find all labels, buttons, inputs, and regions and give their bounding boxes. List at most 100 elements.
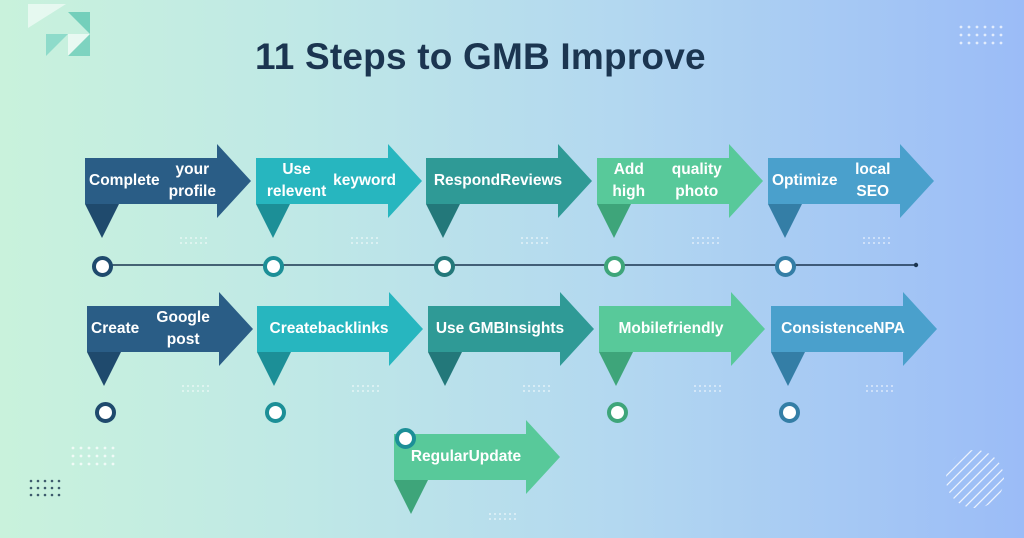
- step-label-line: Consistence: [781, 320, 874, 337]
- timeline-node: [604, 256, 625, 277]
- dot-texture: [351, 237, 378, 244]
- arrow-body: [257, 292, 423, 366]
- step-label: Use relevent keyword: [260, 156, 396, 206]
- step-arrow: Use relevent keyword: [256, 144, 422, 248]
- step-label-line: Regular: [410, 448, 469, 465]
- step-label-line: Use relevent: [266, 161, 327, 200]
- arrow-body: [599, 292, 765, 366]
- decorative-dot-grid: [70, 445, 116, 469]
- step-label: Add high quality photo: [601, 156, 737, 206]
- arrow-shape: [426, 144, 592, 244]
- dot-texture: [692, 237, 719, 244]
- step-label-line: Create: [269, 320, 318, 337]
- decorative-triangles: [18, 0, 98, 65]
- timeline-node: [95, 402, 116, 423]
- timeline-node: [775, 256, 796, 277]
- timeline-node: [434, 256, 455, 277]
- arrow-body: [597, 144, 763, 218]
- arrow-tab: [85, 204, 119, 238]
- timeline-node: [779, 402, 800, 423]
- decorative-dot-grid: [958, 24, 1006, 48]
- timeline-line: [102, 262, 919, 268]
- dot-texture: [523, 385, 550, 392]
- step-label-line: local SEO: [855, 161, 891, 200]
- step-label-line: Create: [91, 320, 140, 337]
- arrow-tab: [256, 204, 290, 238]
- step-label-line: Respond: [433, 172, 501, 189]
- arrow-shape: [257, 292, 423, 392]
- step-label-line: quality photo: [671, 161, 722, 200]
- page-title: 11 Steps to GMB Improve: [255, 36, 706, 77]
- step-label-line: Update: [468, 448, 522, 465]
- arrow-tab: [768, 204, 802, 238]
- dot-texture: [694, 385, 721, 392]
- step-arrow: Complete your profile: [85, 144, 251, 248]
- decorative-hatched-circle: [944, 448, 1006, 515]
- step-label-line: Add high: [612, 161, 646, 200]
- dot-texture: [489, 513, 516, 520]
- arrow-shape: [85, 144, 251, 244]
- step-label-line: NPA: [873, 320, 905, 337]
- arrow-shape: [768, 144, 934, 244]
- step-label-line: Insights: [504, 320, 565, 337]
- timeline-node: [265, 402, 286, 423]
- step-label: Complete your profile: [89, 156, 225, 206]
- arrow-shape: [394, 420, 560, 520]
- arrow-body: [256, 144, 422, 218]
- arrow-shape: [771, 292, 937, 392]
- arrow-body: [428, 292, 594, 366]
- arrow-shape: [599, 292, 765, 392]
- step-label-line: Reviews: [500, 172, 563, 189]
- timeline-node: [92, 256, 113, 277]
- timeline-node: [395, 428, 416, 449]
- arrow-body: [768, 144, 934, 218]
- step-label-line: Use GMB: [435, 320, 505, 337]
- arrow-tab: [426, 204, 460, 238]
- timeline-node: [607, 402, 628, 423]
- decorative-dot-grid-dark: [28, 478, 64, 500]
- dot-texture: [352, 385, 379, 392]
- dot-texture: [521, 237, 548, 244]
- arrow-body: [771, 292, 937, 366]
- dot-texture: [866, 385, 893, 392]
- dot-texture: [180, 237, 207, 244]
- arrow-tab: [394, 480, 428, 514]
- arrow-tab: [599, 352, 633, 386]
- arrow-tab: [257, 352, 291, 386]
- arrow-body: [87, 292, 253, 366]
- step-label-line: Complete: [89, 172, 160, 189]
- arrow-body: [394, 420, 560, 494]
- arrow-tab: [428, 352, 462, 386]
- arrow-shape: [597, 144, 763, 244]
- arrow-shape: [428, 292, 594, 392]
- step-label-line: Mobile: [618, 320, 668, 337]
- step-arrow: Optimize local SEO: [768, 144, 934, 248]
- step-arrow: Create Google post: [87, 292, 253, 396]
- step-label-line: Google post: [156, 309, 210, 348]
- step-label-line: backlinks: [317, 320, 389, 337]
- step-label-line: friendly: [667, 320, 724, 337]
- timeline-node: [263, 256, 284, 277]
- arrow-shape: [87, 292, 253, 392]
- step-label-line: your profile: [168, 161, 216, 200]
- dot-texture: [182, 385, 209, 392]
- arrow-shape: [256, 144, 422, 244]
- arrow-tab: [771, 352, 805, 386]
- step-arrow: Add high quality photo: [597, 144, 763, 248]
- step-label-line: keyword: [333, 172, 396, 189]
- arrow-tab: [597, 204, 631, 238]
- dot-texture: [863, 237, 890, 244]
- step-label: Create Google post: [91, 304, 227, 354]
- step-label-line: Optimize: [772, 172, 838, 189]
